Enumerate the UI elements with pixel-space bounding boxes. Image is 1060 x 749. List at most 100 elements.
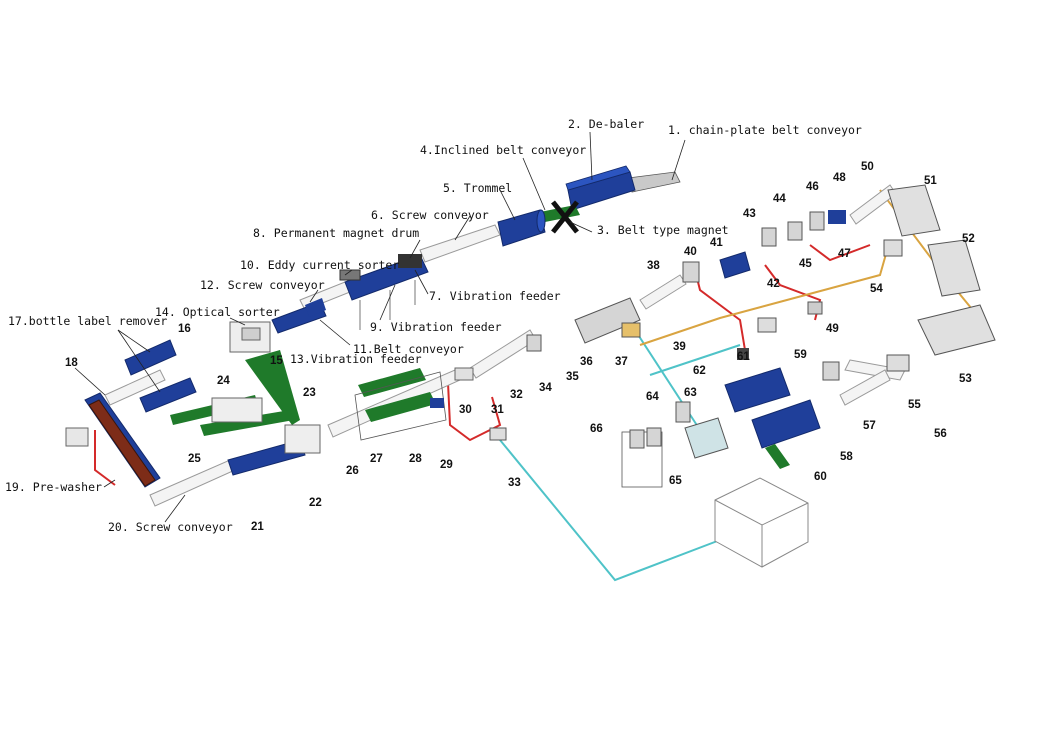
label-vibration-feeder-9: 9. Vibration feeder	[370, 320, 502, 334]
num-46: 46	[806, 181, 819, 193]
num-50: 50	[861, 161, 874, 173]
num-24: 24	[217, 375, 230, 387]
label-screw-conveyor-6: 6. Screw conveyor	[371, 208, 489, 222]
num-60: 60	[814, 471, 827, 483]
machine-62	[724, 367, 791, 413]
blower-49	[757, 317, 777, 333]
red-pipe	[447, 382, 502, 442]
leader-line	[589, 131, 593, 181]
optical-sorter-22	[284, 424, 321, 454]
optical-sorter-panel	[241, 327, 261, 341]
num-65: 65	[669, 475, 682, 487]
unit-54	[883, 239, 903, 257]
inclined-belt-38	[639, 274, 687, 310]
leader-line	[117, 329, 151, 353]
num-66: 66	[590, 423, 603, 435]
pipe-network	[94, 189, 986, 582]
leader-line	[164, 494, 186, 523]
leader-line	[522, 157, 546, 211]
inclined-conveyors	[104, 184, 906, 507]
inclined-belt-57	[839, 369, 891, 406]
num-39: 39	[673, 341, 686, 353]
unit-29	[430, 398, 444, 408]
pre-washer-tank	[65, 427, 89, 447]
pre-washer-side	[88, 399, 156, 487]
tank-51	[887, 184, 941, 237]
num-62: 62	[693, 365, 706, 377]
num-26: 26	[346, 465, 359, 477]
unit-37	[621, 322, 641, 338]
blower-33	[489, 427, 507, 441]
label-screw-conveyor-20: 20. Screw conveyor	[108, 520, 233, 534]
num-44: 44	[773, 193, 786, 205]
vibration-frame	[354, 371, 447, 441]
num-43: 43	[743, 208, 756, 220]
label-belt-type-magnet: 3. Belt type magnet	[597, 223, 729, 237]
num-52: 52	[962, 233, 975, 245]
num-47: 47	[838, 248, 851, 260]
machine-42	[719, 251, 751, 279]
num-49: 49	[826, 323, 839, 335]
machine-60	[751, 399, 821, 449]
silo-65	[646, 427, 662, 447]
green-belt-25	[200, 410, 294, 436]
leader-line	[414, 269, 429, 295]
leader-line	[409, 239, 421, 259]
num-28: 28	[409, 453, 422, 465]
hopper-43	[761, 227, 777, 247]
leader-line	[319, 319, 351, 346]
inclined-belt-18	[104, 369, 166, 406]
unit-55	[886, 354, 910, 372]
vibration-line-28	[365, 392, 436, 422]
permanent-magnet-drum	[398, 254, 422, 268]
leader-line	[671, 139, 686, 181]
screw-conveyor-6	[419, 224, 501, 263]
label-bottle-label-remover: 17.bottle label remover	[8, 314, 167, 328]
flotation-tank-36	[574, 297, 641, 344]
num-45: 45	[799, 258, 812, 270]
num-21: 21	[251, 521, 264, 533]
trommel	[497, 209, 546, 247]
leader-line	[309, 289, 319, 303]
belt-magnet-cross	[551, 200, 579, 234]
label-eddy-current-sorter: 10. Eddy current sorter	[240, 258, 399, 272]
num-29: 29	[440, 459, 453, 471]
label-pre-washer: 19. Pre-washer	[5, 480, 102, 494]
num-36: 36	[580, 356, 593, 368]
dryer-63	[684, 417, 729, 459]
num-55: 55	[908, 399, 921, 411]
leader-line	[379, 284, 396, 321]
eddy-current-sorter	[339, 269, 361, 281]
tank-53	[917, 304, 996, 356]
tank-52	[927, 239, 981, 297]
num-57: 57	[863, 420, 876, 432]
num-59: 59	[794, 349, 807, 361]
num-18: 18	[65, 357, 78, 369]
num-30: 30	[459, 404, 472, 416]
num-64: 64	[646, 391, 659, 403]
screw-conveyor-20	[149, 459, 236, 507]
cyan-pipe	[649, 344, 741, 376]
label-belt-conveyor-11: 11.Belt conveyor	[353, 342, 464, 356]
hopper-64	[675, 401, 691, 423]
label-permanent-magnet-drum: 8. Permanent magnet drum	[253, 226, 419, 240]
label-trommel: 5. Trommel	[443, 181, 512, 195]
orange-pipe	[639, 239, 891, 346]
label-vibration-feeder-13: 13.Vibration feeder	[290, 352, 422, 366]
label-optical-sorter: 14. Optical sorter	[155, 305, 280, 319]
box-61	[737, 348, 749, 360]
num-42: 42	[767, 278, 780, 290]
red-pipe	[694, 269, 746, 351]
num-15: 15	[270, 355, 283, 367]
leader-line	[74, 367, 106, 396]
num-37: 37	[615, 356, 628, 368]
screw-conveyor-12-body	[305, 298, 326, 317]
num-51: 51	[924, 175, 937, 187]
num-23: 23	[303, 387, 316, 399]
leader-line	[569, 221, 593, 233]
num-54: 54	[870, 283, 883, 295]
num-41: 41	[710, 237, 723, 249]
bottle-label-remover-lower	[139, 377, 197, 413]
label-vibration-feeder-7: 7. Vibration feeder	[429, 289, 561, 303]
